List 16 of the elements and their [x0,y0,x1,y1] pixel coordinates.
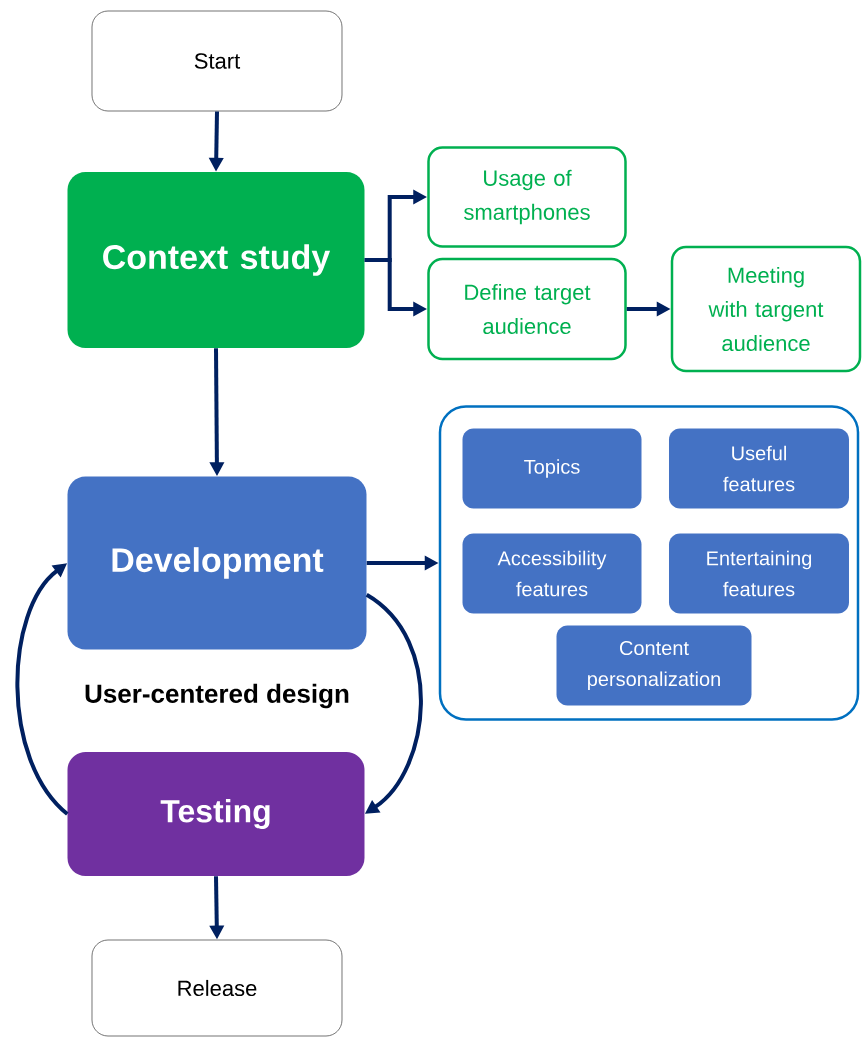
arrow [15,563,69,816]
cycle-label: User-centered design [85,683,349,709]
group-frame [438,405,860,721]
feature-box: Content personalization [556,625,752,706]
feature-box: Topics [462,428,642,509]
feature-box: Accessibility features [462,533,642,614]
terminal-box: Release [91,939,343,1037]
outlined-box: Meeting with targent audience [670,245,862,373]
outlined-box: Define target audience [427,257,627,361]
process-box: Testing [67,752,365,876]
terminal-box: Start [91,10,343,112]
feature-box: Entertaining features [669,533,849,614]
outlined-box: Usage of smartphones [427,146,627,248]
process-box: Context study [67,172,365,348]
feature-box: Useful features [669,428,849,509]
process-box: Development [67,476,367,650]
